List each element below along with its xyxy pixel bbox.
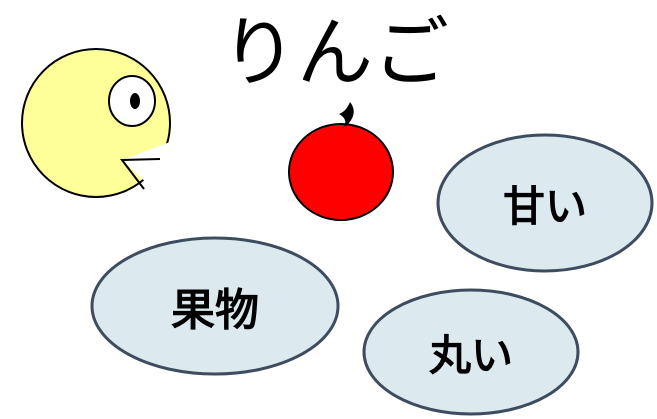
bubble-sweet: 甘い [436, 133, 654, 273]
bubble-round-shape [362, 288, 580, 416]
bubble-sweet-label: 甘い [502, 181, 587, 231]
bubble-round-label: 丸い [428, 330, 513, 380]
apple-stem [339, 102, 354, 128]
bubble-fruit-label: 果物 [171, 285, 259, 336]
bubble-sweet-shape [436, 133, 654, 273]
apple-icon [288, 102, 394, 221]
face-mouth [122, 142, 170, 186]
diagram-title: りんご [221, 8, 449, 97]
bubble-fruit-shape [90, 236, 340, 376]
face-mouth-edges [120, 158, 161, 190]
apple-body [288, 123, 394, 221]
face-pupil [130, 93, 140, 109]
bubble-fruit: 果物 [90, 236, 340, 376]
bubble-round: 丸い [362, 288, 580, 416]
face-icon [21, 48, 171, 198]
